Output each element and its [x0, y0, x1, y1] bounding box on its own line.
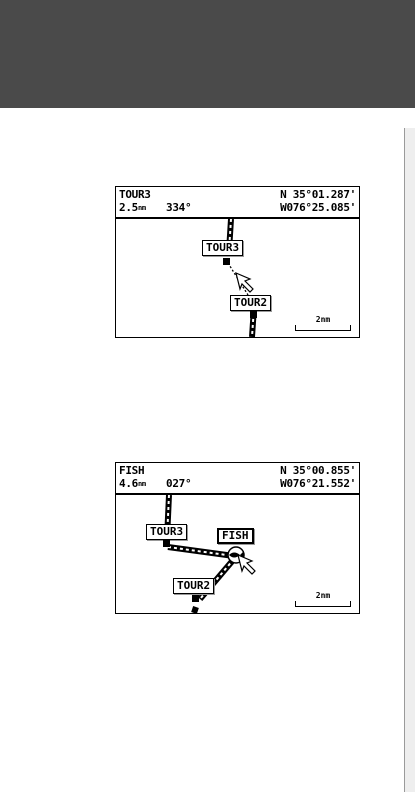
scale-bar: [295, 601, 351, 607]
scale-label: 2nm: [295, 591, 351, 600]
waypoint-label-tour3[interactable]: TOUR3: [202, 240, 243, 256]
longitude-readout: W076°25.085': [280, 202, 356, 214]
waypoint-info-bar: TOUR3 2.5nm 334° N 35°01.287' W076°25.08…: [116, 187, 359, 219]
map-scale: 2nm: [295, 315, 351, 331]
waypoint-label-tour2[interactable]: TOUR2: [173, 578, 214, 594]
bearing-readout: 334°: [166, 202, 191, 214]
map-pointer-icon: [236, 273, 253, 292]
longitude-readout: W076°21.552': [280, 478, 356, 490]
waypoint-label-tour2[interactable]: TOUR2: [230, 295, 271, 311]
distance-readout: 4.6nm: [119, 478, 146, 490]
map-screen-tour3: TOUR3 2.5nm 334° N 35°01.287' W076°25.08…: [115, 186, 360, 338]
waypoint-label-fish[interactable]: FISH: [217, 528, 254, 544]
map-screen-fish: FISH 4.6nm 027° N 35°00.855' W076°21.552…: [115, 462, 360, 614]
waypoint-marker-tour3[interactable]: [163, 540, 170, 547]
waypoint-marker-tour3[interactable]: [223, 258, 230, 265]
latitude-readout: N 35°01.287': [280, 189, 356, 201]
distance-value: 4.6: [119, 477, 138, 490]
waypoint-marker-tour2[interactable]: [192, 595, 199, 602]
waypoint-label-tour3[interactable]: TOUR3: [146, 524, 187, 540]
scale-label: 2nm: [295, 315, 351, 324]
map-pointer-icon: [238, 555, 255, 574]
latitude-readout: N 35°00.855': [280, 465, 356, 477]
waypoint-name: FISH: [119, 465, 144, 477]
waypoint-marker-tour2[interactable]: [250, 311, 257, 318]
header-band: [0, 0, 415, 108]
scale-bar: [295, 325, 351, 331]
distance-value: 2.5: [119, 201, 138, 214]
side-tab: [404, 128, 415, 792]
distance-unit: nm: [138, 480, 146, 488]
distance-readout: 2.5nm: [119, 202, 146, 214]
waypoint-name: TOUR3: [119, 189, 151, 201]
map-scale: 2nm: [295, 591, 351, 607]
waypoint-info-bar: FISH 4.6nm 027° N 35°00.855' W076°21.552…: [116, 463, 359, 495]
bearing-readout: 027°: [166, 478, 191, 490]
distance-unit: nm: [138, 204, 146, 212]
